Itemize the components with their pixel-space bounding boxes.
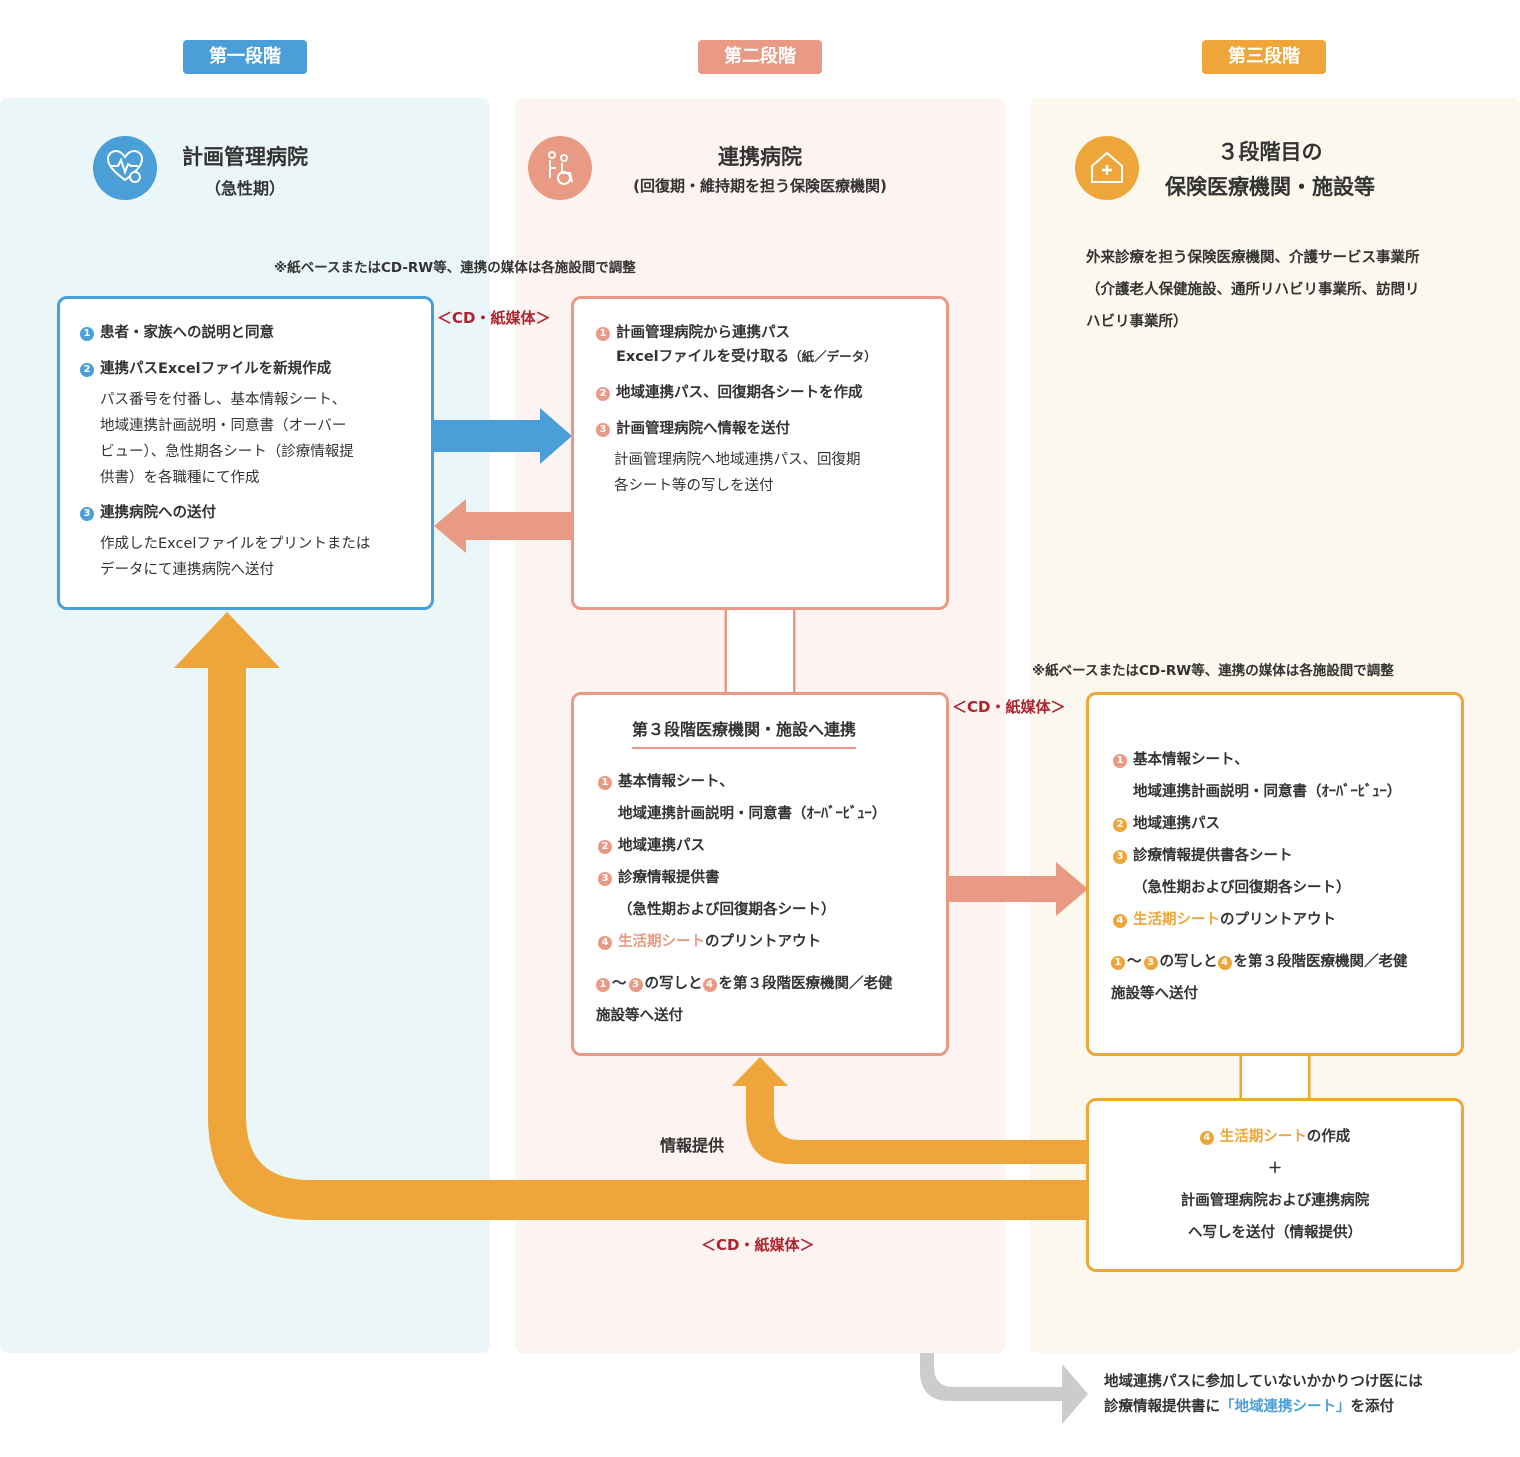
box4-item3-line2: （急性期および回復期各シート） — [1133, 880, 1351, 896]
media-note-right: ※紙ベースまたはCD-RW等、連携の媒体は各施設間で調整 — [1032, 663, 1394, 679]
box3-item3-line2: （急性期および回復期各シート） — [618, 902, 836, 918]
column2-title: 連携病院 — [718, 145, 802, 169]
box1-item2-description: パス番号を付番し、基本情報シート、 地域連携計画説明・同意書（オーバー ビュー）… — [100, 392, 354, 486]
salmon-right-arrow — [947, 862, 1088, 916]
media-tag-top: ＜CD・紙媒体＞ — [437, 309, 551, 327]
box5-plus: ＋ — [1267, 1161, 1283, 1177]
connector-box4-box5 — [1239, 1053, 1311, 1100]
media-note-top: ※紙ベースまたはCD-RW等、連携の媒体は各施設間で調整 — [274, 260, 636, 276]
blue-right-arrow — [433, 408, 572, 464]
footer-note: 地域連携パスに参加していないかかりつけ医には 診療情報提供書に「地域連携シート」… — [1104, 1374, 1423, 1415]
stage-badge-first: 第一段階 — [183, 40, 307, 74]
box2-item1-line2: Excelファイルを受け取る（紙／データ） — [616, 349, 877, 365]
box2-item3-description: 計画管理病院へ地域連携パス、回復期 各シート等の写しを送付 — [614, 452, 861, 494]
box5-line2: 計画管理病院および連携病院 — [1180, 1193, 1370, 1209]
salmon-left-arrow — [434, 499, 572, 553]
house-medical-icon — [1075, 136, 1139, 200]
heart-monitor-icon — [93, 136, 157, 200]
column1-title: 計画管理病院 — [182, 145, 308, 169]
column2-subtitle: (回復期・維持期を担う保険医療機関) — [633, 177, 887, 195]
stage-badge-third: 第三段階 — [1202, 40, 1326, 74]
box4-footer-line2: 施設等へ送付 — [1111, 986, 1198, 1002]
box3-title: 第３段階医療機関・施設へ連携 — [632, 717, 857, 749]
gray-arrow — [920, 1353, 1088, 1424]
connector-box2-box3 — [724, 608, 796, 694]
column3-description: 外来診療を担う保険医療機関、介護サービス事業所 （介護老人保健施設、通所リハビリ… — [1086, 250, 1420, 330]
column3-title-line1: ３段階目の — [1217, 140, 1323, 164]
box3-item1-line2: 地域連携計画説明・同意書（ｵｰﾊﾞｰﾋﾞｭｰ） — [618, 806, 887, 822]
column1-subtitle: （急性期） — [204, 179, 285, 198]
stage-badge-second: 第二段階 — [698, 40, 822, 74]
media-tag-middle: ＜CD・紙媒体＞ — [952, 698, 1066, 716]
orange-info-arrow — [732, 1057, 1090, 1164]
box4-item1-line2: 地域連携計画説明・同意書（ｵｰﾊﾞｰﾋﾞｭｰ） — [1133, 784, 1402, 800]
box3-footer-line2: 施設等へ送付 — [596, 1008, 683, 1024]
column3-title-line2: 保険医療機関・施設等 — [1165, 175, 1375, 199]
wheelchair-icon — [528, 136, 592, 200]
info-provision-label: 情報提供 — [660, 1136, 725, 1155]
box5-line3: へ写しを送付（情報提供） — [1188, 1225, 1362, 1241]
media-tag-bottom: ＜CD・紙媒体＞ — [701, 1236, 815, 1254]
box1-item3-description: 作成したExcelファイルをプリントまたは データにて連携病院へ送付 — [100, 536, 371, 578]
